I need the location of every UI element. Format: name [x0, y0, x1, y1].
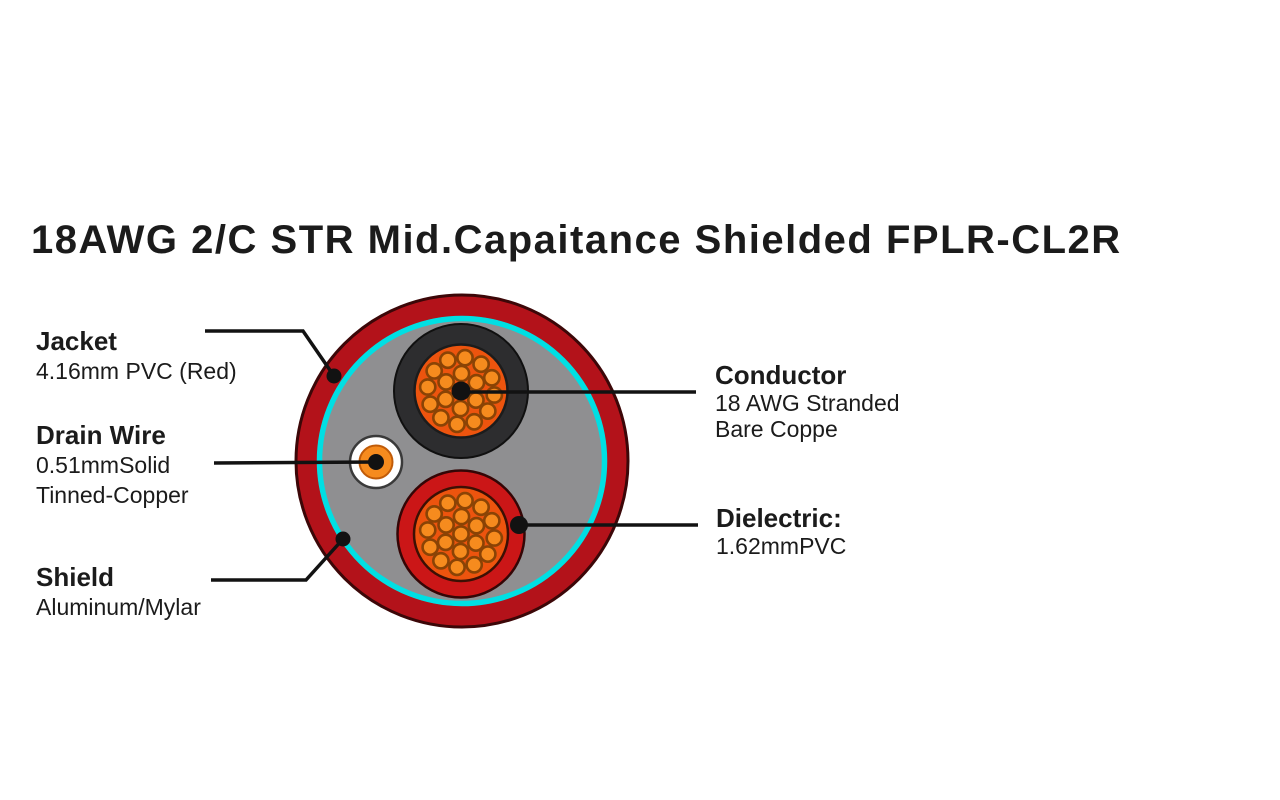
- label-shield-name: Shield: [36, 562, 115, 592]
- diagram-title: 18AWG 2/C STR Mid.Capaitance Shielded FP…: [31, 218, 1122, 262]
- dielectric-leader-dot: [510, 516, 528, 534]
- copper-strand: [438, 351, 457, 370]
- copper-strand: [485, 386, 504, 404]
- label-drain-wire-desc1: 0.51mmSolid: [36, 452, 171, 478]
- label-conductor-desc2: Bare Coppe: [715, 416, 838, 442]
- copper-strand: [418, 521, 437, 539]
- copper-strand: [421, 538, 440, 557]
- filler-circle: [317, 316, 607, 606]
- copper-strand: [436, 390, 455, 409]
- copper-strand: [448, 415, 466, 434]
- copper-strand: [451, 399, 470, 418]
- jacket-leader-line: [205, 329, 336, 377]
- shield-leader-dot: [335, 531, 351, 547]
- label-shield-desc: Aluminum/Mylar: [36, 594, 201, 620]
- leader-lines: [205, 329, 698, 582]
- copper-strand: [485, 529, 504, 547]
- copper-strand: [437, 372, 455, 391]
- copper-strand: [436, 533, 455, 552]
- copper-strand: [438, 494, 457, 513]
- label-dielectric-name: Dielectric:: [716, 503, 842, 533]
- label-conductor-desc1: 18 AWG Stranded: [715, 390, 900, 416]
- drain-wire-leader-dot: [368, 454, 384, 470]
- label-jacket: Jacket 4.16mm PVC (Red): [36, 326, 237, 386]
- label-conductor: Conductor 18 AWG Stranded Bare Coppe: [715, 362, 900, 442]
- copper-strand: [425, 361, 444, 380]
- copper-strand: [472, 355, 490, 374]
- label-dielectric-desc: 1.62mmPVC: [716, 533, 847, 559]
- copper-strand: [448, 558, 466, 577]
- copper-strand: [452, 525, 470, 543]
- copper-strand: [456, 348, 474, 367]
- copper-strand: [421, 395, 440, 414]
- copper-strand: [482, 511, 501, 530]
- copper-strand: [482, 368, 501, 387]
- shield-leader-line: [211, 537, 345, 582]
- label-drain-wire-name: Drain Wire: [36, 420, 166, 450]
- conductor-bottom-strands: [418, 491, 504, 577]
- leader-dots: [326, 368, 528, 547]
- drain-wire-leader-line: [213, 460, 377, 465]
- copper-strand: [466, 534, 485, 552]
- copper-strand: [465, 412, 484, 431]
- copper-strand: [452, 507, 471, 526]
- copper-strand: [431, 408, 450, 427]
- copper-strand: [465, 555, 484, 574]
- copper-strand: [451, 542, 470, 561]
- copper-strand: [467, 516, 486, 535]
- copper-strand: [452, 364, 471, 383]
- conductor-leader-dot: [451, 381, 471, 401]
- label-shield: Shield Aluminum/Mylar: [36, 562, 201, 622]
- label-drain-wire-desc2: Tinned-Copper: [36, 482, 189, 508]
- label-jacket-name: Jacket: [36, 326, 117, 356]
- conductor-top-strands: [418, 348, 504, 434]
- copper-strand: [456, 491, 474, 510]
- copper-strand: [418, 378, 437, 396]
- label-drain-wire: Drain Wire 0.51mmSolid Tinned-Copper: [36, 420, 189, 510]
- copper-strand: [467, 373, 486, 392]
- copper-strand: [472, 498, 490, 517]
- copper-strand: [478, 402, 497, 420]
- label-conductor-name: Conductor: [715, 360, 847, 390]
- copper-strand: [478, 545, 497, 563]
- copper-strand: [431, 551, 450, 570]
- copper-strand: [425, 505, 444, 523]
- label-jacket-desc: 4.16mm PVC (Red): [36, 358, 237, 384]
- jacket-leader-dot: [326, 368, 342, 384]
- label-dielectric: Dielectric: 1.62mmPVC: [716, 505, 846, 559]
- copper-strand: [437, 516, 455, 534]
